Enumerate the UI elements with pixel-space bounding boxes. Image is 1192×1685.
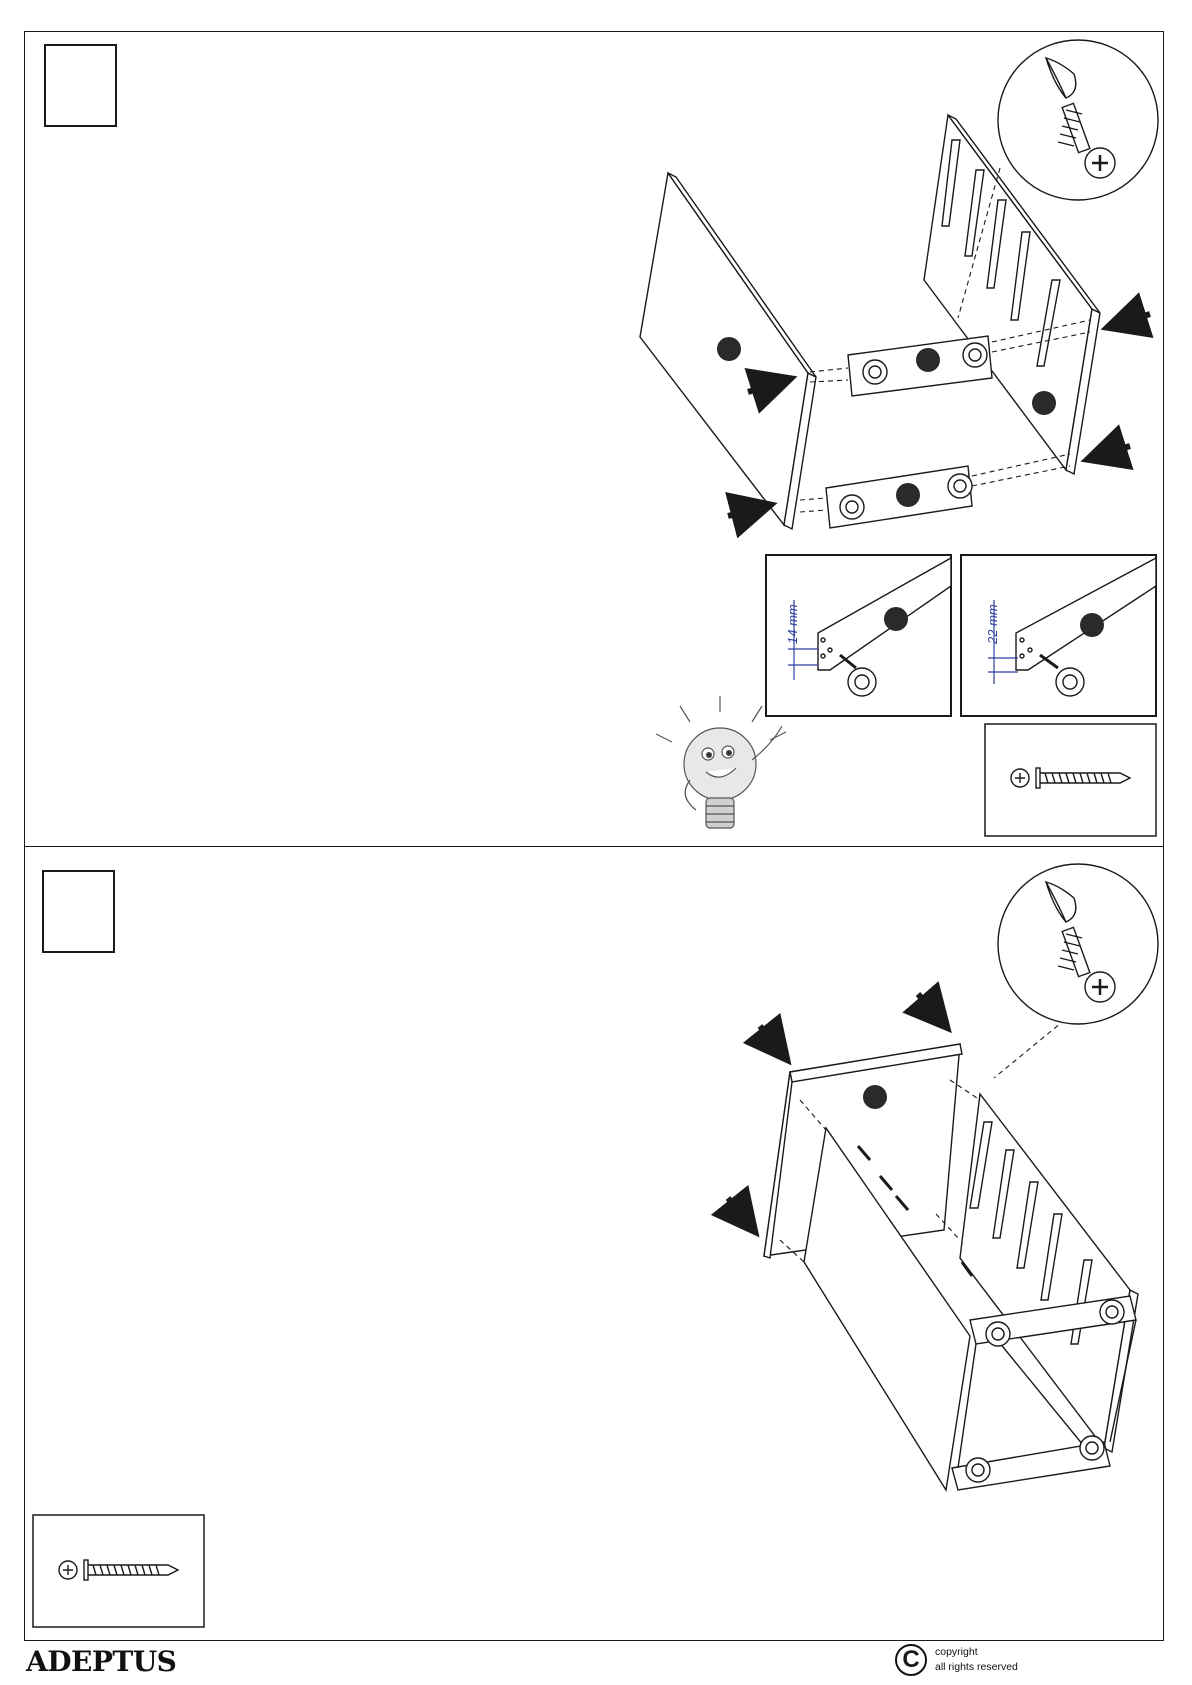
screwdriver-detail <box>998 40 1158 200</box>
dimension-label-14mm: 14 mm <box>785 604 800 644</box>
step2-drawing <box>33 864 1158 1627</box>
screwdriver-detail <box>998 864 1158 1024</box>
dimension-label-22mm: 22 mm <box>985 604 1000 645</box>
part-dot <box>916 348 940 372</box>
brand-logo: ADEPTUS <box>26 1645 176 1678</box>
part-dot <box>863 1085 887 1109</box>
step1-drawing <box>640 40 1158 836</box>
copyright-notice: C copyright all rights reserved <box>895 1644 1045 1680</box>
copyright-text: copyright all rights reserved <box>935 1645 1018 1675</box>
copyright-line-1: copyright <box>935 1645 1018 1660</box>
screw-legend-box-1 <box>985 724 1156 836</box>
part-dot <box>717 337 741 361</box>
part-dot <box>1032 391 1056 415</box>
copyright-line-2: all rights reserved <box>935 1660 1018 1675</box>
screw-legend-box-2 <box>33 1515 204 1627</box>
copyright-icon: C <box>895 1644 927 1676</box>
part-dot <box>896 483 920 507</box>
carcass-right-panel <box>960 1094 1138 1452</box>
